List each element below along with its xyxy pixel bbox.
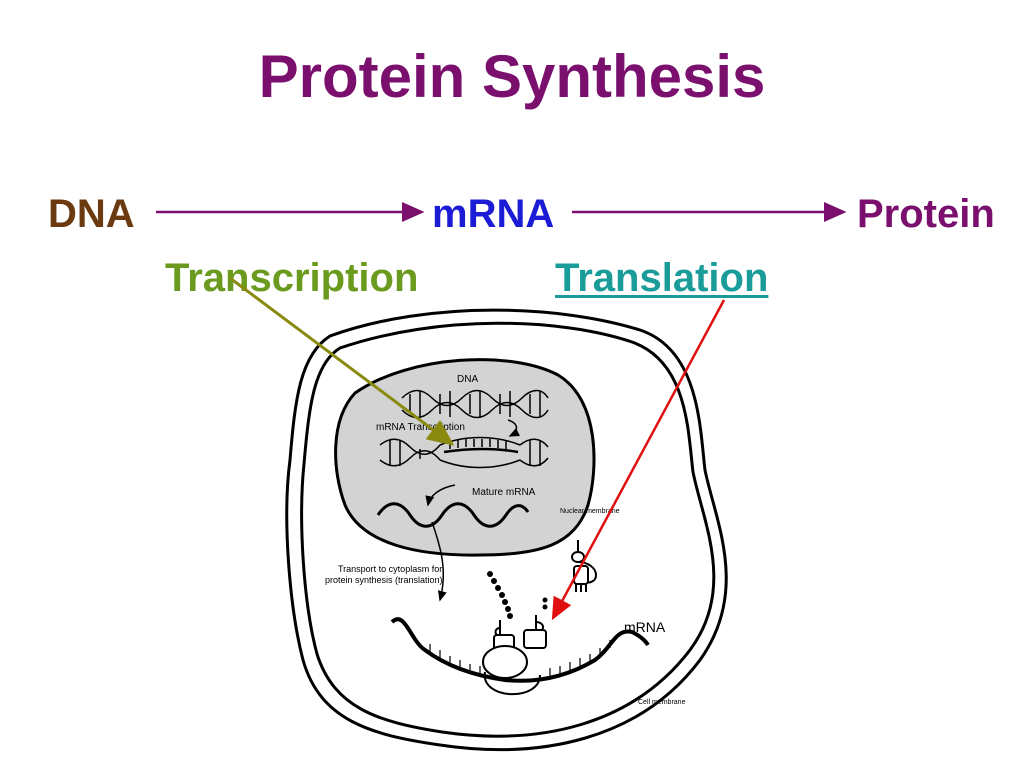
cytoplasm-mrna-strand (390, 617, 650, 683)
polypeptide-chain (487, 571, 548, 619)
dna-down-arrow-icon (507, 419, 521, 437)
dna-helix-icon (401, 389, 549, 419)
transcription-label: Transcription (165, 256, 419, 300)
nucleus (334, 358, 596, 557)
translation-link[interactable]: Translation (555, 256, 769, 300)
transport-label-line1: Transport to cytoplasm for (338, 564, 442, 574)
page-title: Protein Synthesis (258, 43, 766, 110)
to-mature-arrow-icon (425, 484, 456, 507)
cytoplasm-mrna-label: mRNA (624, 619, 666, 635)
flow-protein-label: Protein (857, 192, 995, 236)
mrna-transcription-label: mRNA Transcription (376, 422, 465, 433)
transcription-pointer-arrow-icon (229, 276, 455, 446)
nuclear-membrane-label: Nuclear membrane (560, 508, 620, 515)
nucleus-dna-label: DNA (457, 374, 478, 385)
trna-icon (571, 540, 598, 592)
mrna-bases (429, 640, 611, 676)
flow-dna-label: DNA (48, 192, 135, 236)
cell-membrane (285, 308, 728, 752)
mature-mrna-strand (376, 502, 530, 528)
flow-mrna-label: mRNA (432, 192, 555, 236)
transport-label-line2: protein synthesis (translation) (325, 575, 443, 585)
cell-membrane-label: Cell membrane (638, 699, 686, 706)
transport-arrow-icon (431, 521, 447, 602)
translation-pointer-arrow-icon (551, 299, 726, 621)
mature-mrna-label: Mature mRNA (472, 487, 536, 498)
